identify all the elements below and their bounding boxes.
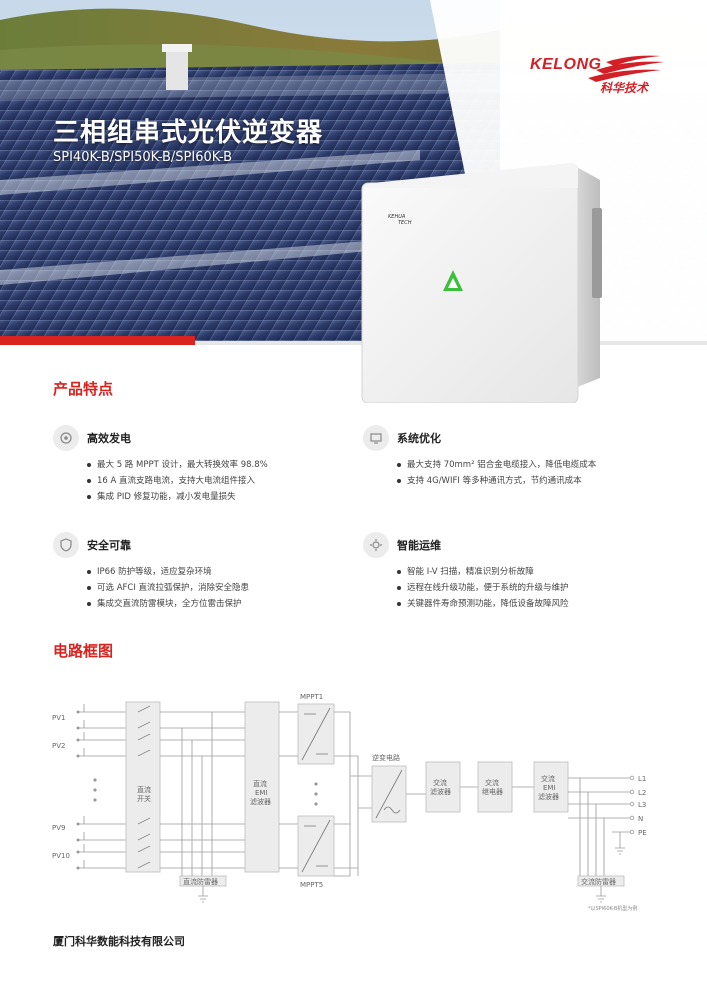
feature-bullet: 关键器件寿命预测功能，降低设备故障风险 <box>397 596 663 612</box>
logo-text-en: KELONG <box>530 56 602 73</box>
ac-emi-block <box>533 761 569 813</box>
system-optimize-icon <box>363 425 389 451</box>
feature-bullet: 支持 4G/WIFI 等多种通讯方式，节约通讯成本 <box>397 473 663 489</box>
ac-relay-label-2: 继电器 <box>482 787 503 796</box>
device-badge-top: KEHUA <box>388 214 406 220</box>
shield-icon <box>53 532 79 558</box>
ac-emi-label-1: 交流 <box>541 774 555 783</box>
accent-bar <box>0 336 195 345</box>
pv-inputs <box>76 704 126 870</box>
feature-smart-om: 智能运维 智能 I-V 扫描，精准识别分析故障 远程在线升级功能，便于系统的升级… <box>363 532 663 612</box>
dc-switch-label-1: 直流 <box>137 785 151 794</box>
feature-bullet: 最大 5 路 MPPT 设计，最大转换效率 98.8% <box>87 457 353 473</box>
ac-emi-label-2: EMI <box>543 784 556 792</box>
feature-bullet: IP66 防护等级，适应复杂环境 <box>87 564 353 580</box>
ac-filter-label-1: 交流 <box>433 778 447 787</box>
diagram-note: *以SPI60K-B机型为例 <box>588 905 637 912</box>
led-indicator-icon <box>443 270 463 291</box>
circuit-diagram: PV1 PV2 PV9 PV10 直流 开关 直流防雷器 直流 EMI 滤波器 … <box>40 690 680 920</box>
feature-bullet: 最大支持 70mm² 铝合金电缆接入，降低电缆成本 <box>397 457 663 473</box>
feature-efficiency: 高效发电 最大 5 路 MPPT 设计，最大转换效率 98.8% 16 A 直流… <box>53 425 353 505</box>
ac-relay-label-1: 交流 <box>485 778 499 787</box>
feature-safety: 安全可靠 IP66 防护等级，适应复杂环境 可选 AFCI 直流拉弧保护，消除安… <box>53 532 353 612</box>
feature-bullets: 最大支持 70mm² 铝合金电缆接入，降低电缆成本 支持 4G/WIFI 等多种… <box>363 457 663 489</box>
feature-bullets: IP66 防护等级，适应复杂环境 可选 AFCI 直流拉弧保护，消除安全隐患 集… <box>53 564 353 612</box>
pv10-label: PV10 <box>52 852 70 860</box>
features-heading: 产品特点 <box>53 380 114 398</box>
ac-filter-block <box>425 761 461 813</box>
feature-bullet: 可选 AFCI 直流拉弧保护，消除安全隐患 <box>87 580 353 596</box>
mppt5-label: MPPT5 <box>300 881 323 889</box>
mppt1-label: MPPT1 <box>300 693 323 701</box>
dc-emi-label-2: EMI <box>255 789 268 797</box>
kelong-logo: KELONG 科华技术 <box>526 52 666 102</box>
inverter-circuit-label: 逆变电路 <box>372 753 400 762</box>
dc-emi-label-3: 滤波器 <box>250 797 271 806</box>
l3-label: L3 <box>638 801 646 809</box>
dc-emi-label-1: 直流 <box>253 779 267 788</box>
efficiency-icon <box>53 425 79 451</box>
logo-text-cn: 科华技术 <box>600 81 649 95</box>
dc-switch-label-2: 开关 <box>137 794 151 803</box>
feature-bullet: 16 A 直流支路电流，支持大电流组件接入 <box>87 473 353 489</box>
product-models: SPI40K-B/SPI50K-B/SPI60K-B <box>53 150 233 165</box>
company-name: 厦门科华数能科技有限公司 <box>53 935 185 948</box>
ac-emi-label-3: 滤波器 <box>538 792 559 801</box>
ac-spd-label: 交流防雷器 <box>581 877 616 886</box>
pv9-label: PV9 <box>52 824 65 832</box>
pe-label: PE <box>638 829 647 837</box>
dc-emi-block <box>244 701 280 873</box>
ac-relay-block <box>477 761 513 813</box>
dc-switch-block <box>125 701 161 873</box>
pv1-label: PV1 <box>52 714 65 722</box>
device-badge: KEHUA TECH <box>388 214 411 226</box>
feature-bullet: 集成 PID 修复功能，减小发电量损失 <box>87 489 353 505</box>
smart-om-icon <box>363 532 389 558</box>
pv2-label: PV2 <box>52 742 65 750</box>
ac-filter-label-2: 滤波器 <box>430 787 451 796</box>
dc-spd-label: 直流防雷器 <box>183 877 218 886</box>
n-label: N <box>638 815 643 823</box>
feature-bullet: 集成交直流防雷模块，全方位雷击保护 <box>87 596 353 612</box>
feature-bullet: 远程在线升级功能，便于系统的升级与维护 <box>397 580 663 596</box>
product-title: 三相组串式光伏逆变器 <box>53 118 324 148</box>
feature-title: 智能运维 <box>397 539 441 552</box>
diagram-heading: 电路框图 <box>53 642 114 660</box>
feature-system-optimize: 系统优化 最大支持 70mm² 铝合金电缆接入，降低电缆成本 支持 4G/WIF… <box>363 425 663 489</box>
device-badge-bottom: TECH <box>398 220 412 226</box>
l2-label: L2 <box>638 789 646 797</box>
feature-title: 系统优化 <box>397 432 441 445</box>
logo-swoosh-icon <box>588 55 664 82</box>
mppt-ellipsis <box>314 782 318 806</box>
l1-label: L1 <box>638 775 646 783</box>
feature-bullet: 智能 I-V 扫描，精准识别分析故障 <box>397 564 663 580</box>
feature-bullets: 最大 5 路 MPPT 设计，最大转换效率 98.8% 16 A 直流支路电流，… <box>53 457 353 505</box>
feature-title: 安全可靠 <box>87 539 131 552</box>
inverter-product-image: KEHUA TECH <box>360 158 610 404</box>
feature-bullets: 智能 I-V 扫描，精准识别分析故障 远程在线升级功能，便于系统的升级与维护 关… <box>363 564 663 612</box>
feature-title: 高效发电 <box>87 432 131 445</box>
